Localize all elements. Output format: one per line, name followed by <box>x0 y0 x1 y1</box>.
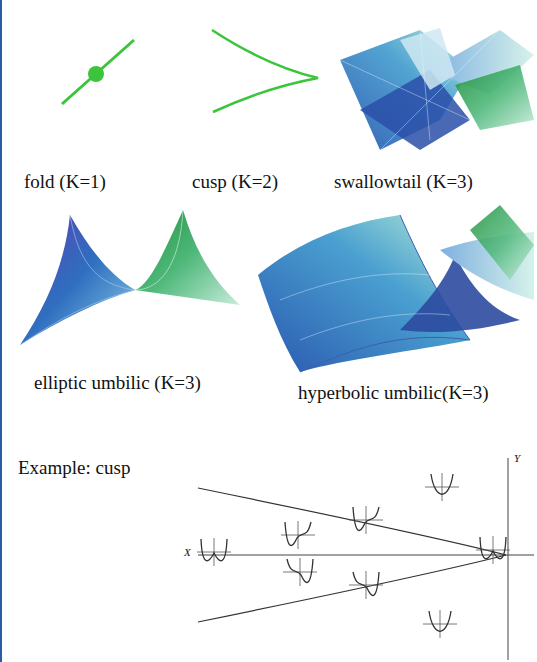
example-heading: Example: cusp <box>18 457 130 479</box>
axis-label: X <box>184 546 191 559</box>
catastrophe-caption: elliptic umbilic (K=3) <box>34 372 201 394</box>
catastrophe-caption: swallowtail (K=3) <box>334 171 473 193</box>
catastrophe-caption: hyperbolic umbilic(K=3) <box>298 382 489 404</box>
catastrophe-caption: cusp (K=2) <box>192 171 278 193</box>
axis-label: Y <box>514 452 520 465</box>
catastrophe-caption: fold (K=1) <box>24 171 106 193</box>
